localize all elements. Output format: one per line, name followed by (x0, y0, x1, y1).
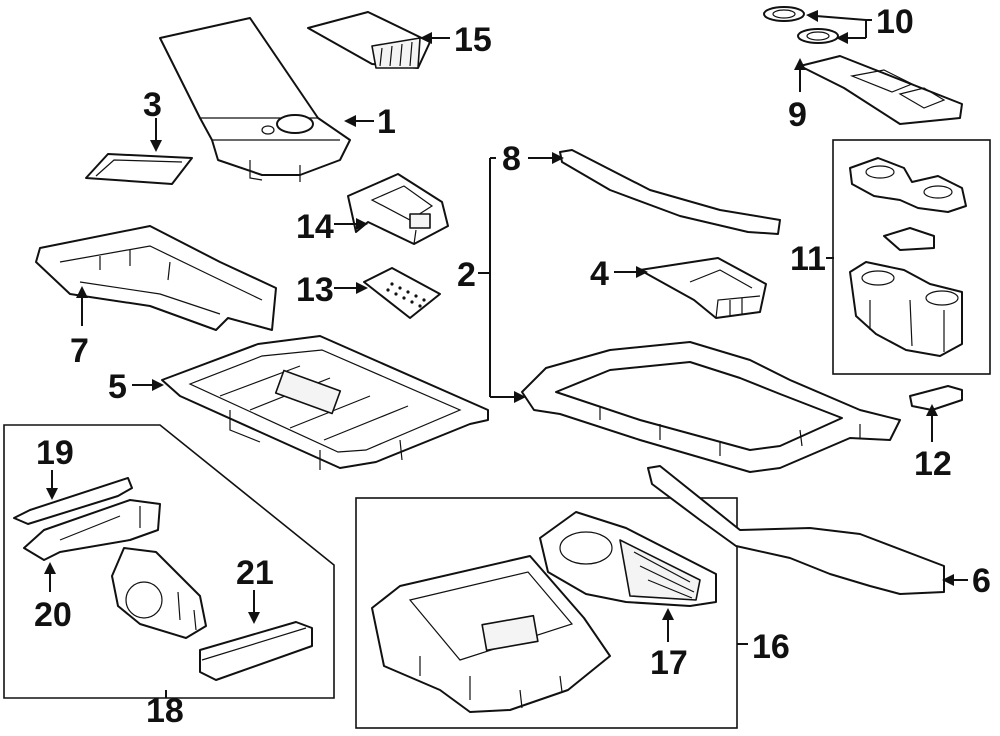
callout-20: 20 (34, 596, 72, 634)
callout-17: 17 (650, 644, 688, 682)
callout-4: 4 (590, 255, 609, 293)
part-19-strip (13, 477, 133, 525)
part-11-cupholder (849, 157, 967, 357)
part-15-trim (307, 11, 431, 69)
part-21-handle (199, 621, 313, 681)
part-13-mat (363, 267, 441, 319)
part-2-upper-panel (521, 341, 901, 473)
callout-6: 6 (972, 562, 991, 600)
callout-9: 9 (788, 96, 807, 134)
part-8-trim-strip (559, 149, 781, 235)
callout-18: 18 (146, 692, 184, 730)
callout-19: 19 (36, 434, 74, 472)
callout-14: 14 (296, 208, 334, 246)
part-12-clip (909, 385, 963, 411)
callout-1: 1 (377, 103, 396, 141)
callout-labels: 1 2 3 4 5 6 7 8 9 10 11 12 13 14 15 16 1… (34, 3, 991, 730)
callout-15: 15 (454, 21, 492, 59)
part-9-cupholder-cover (799, 55, 963, 125)
group-box-16 (355, 497, 738, 729)
part-7-side-panel (35, 225, 277, 331)
callout-5: 5 (108, 368, 127, 406)
part-1-console-lid (159, 17, 351, 182)
part-18-mount (111, 547, 207, 639)
part-5-base-frame (161, 335, 489, 470)
part-20-bracket (23, 499, 161, 561)
part-17-bezel (539, 511, 717, 607)
part-4-tray (639, 257, 767, 319)
callout-7: 7 (70, 332, 89, 370)
part-14-bracket (347, 173, 449, 245)
callout-13: 13 (296, 271, 334, 309)
leader-lines (44, 10, 968, 698)
callout-2: 2 (457, 256, 476, 294)
callout-3: 3 (143, 86, 162, 124)
part-10-rings (763, 6, 839, 44)
callout-12: 12 (914, 445, 952, 483)
callout-8: 8 (502, 140, 521, 178)
mat-holes (386, 282, 426, 308)
callout-16: 16 (752, 628, 790, 666)
part-3-panel (85, 153, 193, 185)
callout-10: 10 (876, 3, 914, 41)
group-box-18 (3, 424, 335, 699)
part-6-side-trim (647, 465, 945, 595)
part-16-housing (371, 555, 611, 713)
callout-21: 21 (236, 554, 274, 592)
callout-11: 11 (790, 240, 826, 278)
